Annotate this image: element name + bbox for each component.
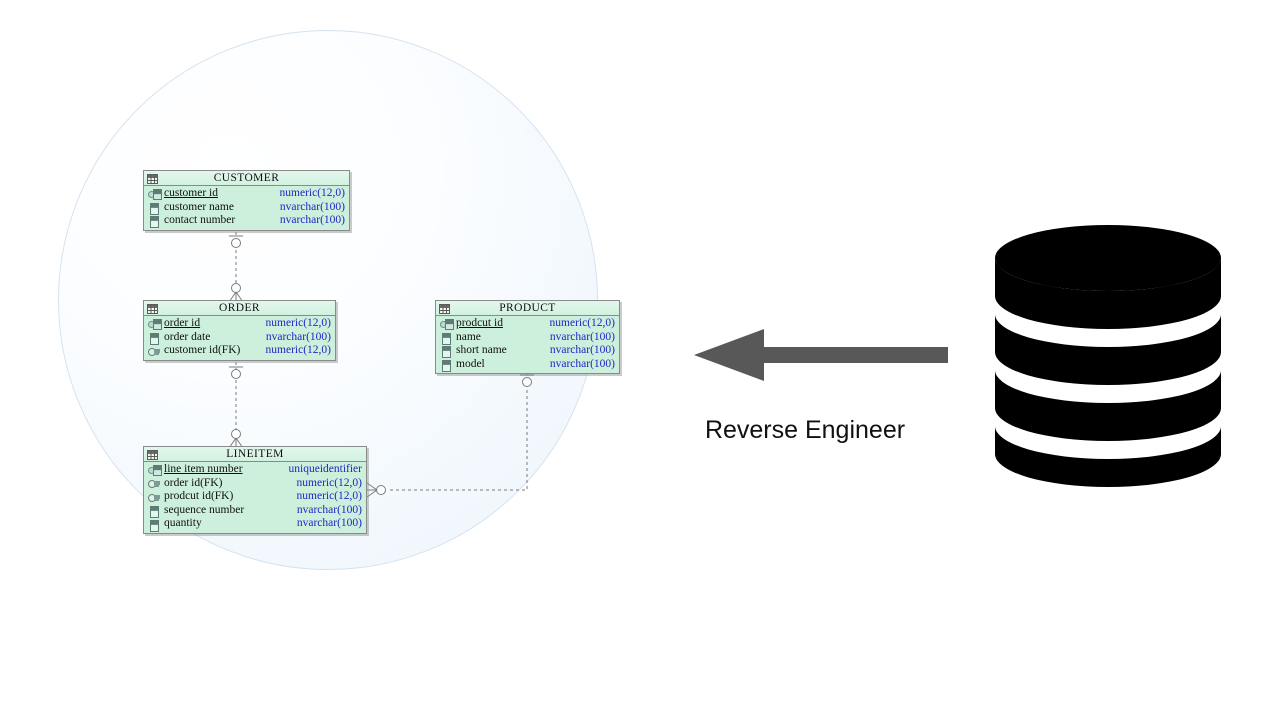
table-icon xyxy=(439,303,450,314)
column-type: numeric(12,0) xyxy=(265,317,331,329)
table-row[interactable]: model nvarchar(100) xyxy=(436,357,619,373)
table-row[interactable]: order id(FK) numeric(12,0) xyxy=(144,477,366,491)
primary-key-icon xyxy=(148,465,162,477)
table-row[interactable]: customer id numeric(12,0) xyxy=(144,187,349,201)
column-name: prodcut id(FK) xyxy=(164,490,234,503)
column-name: line item number xyxy=(164,463,243,475)
column-icon xyxy=(440,332,452,345)
column-icon xyxy=(148,519,160,532)
column-type: numeric(12,0) xyxy=(296,490,362,503)
table-title: CUSTOMER xyxy=(213,172,280,184)
table-icon xyxy=(147,449,158,460)
table-header-lineitem: LINEITEM xyxy=(144,447,366,462)
arrow-left-icon xyxy=(694,329,948,381)
er-table-order[interactable]: ORDER order id numeric(12,0) order date … xyxy=(143,300,336,361)
table-row[interactable]: prodcut id(FK) numeric(12,0) xyxy=(144,490,366,504)
foreign-key-icon xyxy=(148,479,160,489)
column-name: customer id(FK) xyxy=(164,344,241,357)
column-name: prodcut id xyxy=(456,317,503,329)
table-columns-product: prodcut id numeric(12,0) name nvarchar(1… xyxy=(436,316,619,374)
column-icon xyxy=(148,332,160,345)
er-table-customer[interactable]: CUSTOMER customer id numeric(12,0) custo… xyxy=(143,170,350,231)
column-name: name xyxy=(456,330,481,343)
column-name: customer name xyxy=(164,200,234,213)
column-type: uniqueidentifier xyxy=(288,463,362,475)
arrow-caption: Reverse Engineer xyxy=(704,416,906,444)
column-type: nvarchar(100) xyxy=(296,517,362,530)
column-name: order id xyxy=(164,317,201,329)
column-type: numeric(12,0) xyxy=(549,317,615,329)
column-icon xyxy=(440,346,452,359)
column-type: nvarchar(100) xyxy=(279,200,345,213)
table-row[interactable]: contact number nvarchar(100) xyxy=(144,214,349,229)
table-columns-customer: customer id numeric(12,0) customer name … xyxy=(144,186,349,230)
column-name: model xyxy=(456,357,485,370)
table-header-customer: CUSTOMER xyxy=(144,171,349,186)
column-type: nvarchar(100) xyxy=(279,214,345,227)
column-type: numeric(12,0) xyxy=(265,344,331,357)
column-icon xyxy=(148,216,160,229)
column-name: sequence number xyxy=(164,503,245,516)
table-icon xyxy=(147,173,158,184)
table-header-product: PRODUCT xyxy=(436,301,619,316)
table-icon xyxy=(147,303,158,314)
table-row[interactable]: quantity nvarchar(100) xyxy=(144,517,366,532)
column-type: nvarchar(100) xyxy=(265,330,331,343)
table-row[interactable]: order id numeric(12,0) xyxy=(144,317,335,331)
er-table-product[interactable]: PRODUCT prodcut id numeric(12,0) name nv… xyxy=(435,300,620,375)
primary-key-icon xyxy=(148,189,162,201)
table-row[interactable]: order date nvarchar(100) xyxy=(144,331,335,345)
column-icon xyxy=(440,360,452,373)
table-row[interactable]: customer id(FK) numeric(12,0) xyxy=(144,344,335,358)
primary-key-icon xyxy=(148,319,162,331)
table-title: ORDER xyxy=(219,302,260,314)
foreign-key-icon xyxy=(148,492,160,503)
table-columns-lineitem: line item number uniqueidentifier order … xyxy=(144,462,366,533)
column-type: nvarchar(100) xyxy=(549,330,615,343)
column-name: order id(FK) xyxy=(164,476,223,489)
primary-key-icon xyxy=(440,319,454,331)
table-title: PRODUCT xyxy=(499,302,556,314)
table-row[interactable]: name nvarchar(100) xyxy=(436,331,619,345)
table-title: LINEITEM xyxy=(226,448,284,460)
column-name: customer id xyxy=(164,187,218,199)
column-name: short name xyxy=(456,344,507,357)
table-header-order: ORDER xyxy=(144,301,335,316)
database-cylinder-icon xyxy=(995,225,1221,487)
column-name: quantity xyxy=(164,517,202,530)
column-type: nvarchar(100) xyxy=(549,357,615,370)
column-icon xyxy=(148,506,160,519)
column-type: numeric(12,0) xyxy=(279,187,345,199)
column-type: nvarchar(100) xyxy=(296,503,362,516)
table-columns-order: order id numeric(12,0) order date nvarch… xyxy=(144,316,335,360)
column-name: order date xyxy=(164,330,211,343)
table-row[interactable]: sequence number nvarchar(100) xyxy=(144,503,366,519)
er-table-lineitem[interactable]: LINEITEM line item number uniqueidentifi… xyxy=(143,446,367,534)
column-icon xyxy=(148,202,160,215)
table-row[interactable]: line item number uniqueidentifier xyxy=(144,463,366,477)
column-type: nvarchar(100) xyxy=(549,344,615,357)
reverse-engineer-arrow xyxy=(690,325,950,390)
table-row[interactable]: short name nvarchar(100) xyxy=(436,344,619,359)
column-name: contact number xyxy=(164,214,236,227)
foreign-key-icon xyxy=(148,346,160,357)
column-type: numeric(12,0) xyxy=(296,476,362,489)
table-row[interactable]: customer name nvarchar(100) xyxy=(144,201,349,215)
table-row[interactable]: prodcut id numeric(12,0) xyxy=(436,317,619,331)
database-icon-wrapper xyxy=(985,222,1231,495)
